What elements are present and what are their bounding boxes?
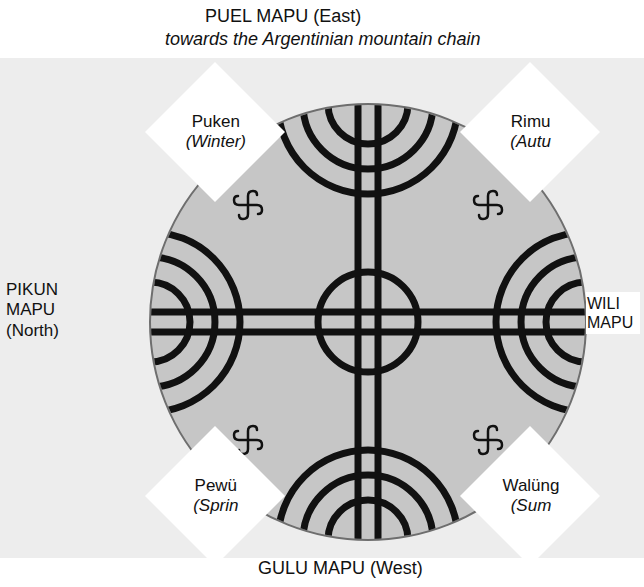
top-arcs bbox=[278, 104, 458, 194]
season-diamond: Rimu(Autu bbox=[460, 62, 600, 202]
diamond-outline bbox=[145, 426, 285, 566]
season-translation: (Sprin bbox=[192, 496, 239, 516]
diamond-text: Pewü(Sprin bbox=[192, 476, 239, 517]
season-translation: (Winter) bbox=[185, 132, 247, 152]
center-circle bbox=[318, 272, 418, 372]
season-name: Pewü bbox=[192, 476, 239, 496]
diamond-text: Rimu(Autu bbox=[510, 112, 552, 153]
right-arcs bbox=[496, 232, 586, 412]
swirl-symbol bbox=[234, 191, 262, 219]
background-panel bbox=[0, 58, 644, 558]
diamond-text: Walüng(Sum bbox=[501, 476, 560, 517]
left-arcs bbox=[150, 232, 240, 412]
season-name: Walüng bbox=[501, 476, 560, 496]
bottom-arcs bbox=[278, 450, 458, 540]
direction-note: towards the Argentinian mountain chain bbox=[165, 29, 481, 51]
direction-label: PUEL MAPU (East) bbox=[205, 6, 361, 28]
season-translation: (Autu bbox=[510, 132, 552, 152]
diamond-outline bbox=[460, 426, 600, 566]
diamond-outline bbox=[145, 62, 285, 202]
season-translation: (Sum bbox=[501, 496, 560, 516]
season-name: Puken bbox=[185, 112, 247, 132]
direction-label: PIKUN MAPU (North) bbox=[6, 280, 78, 341]
season-name: Rimu bbox=[510, 112, 552, 132]
direction-label: GULU MAPU (West) bbox=[258, 558, 423, 580]
season-diamond: Puken(Winter) bbox=[145, 62, 285, 202]
season-diamond: Pewü(Sprin bbox=[145, 426, 285, 566]
diamond-outline bbox=[460, 62, 600, 202]
swirl-symbol bbox=[474, 191, 502, 219]
swirl-symbol bbox=[474, 426, 502, 454]
season-diamond: Walüng(Sum bbox=[460, 426, 600, 566]
diamond-text: Puken(Winter) bbox=[185, 112, 247, 153]
direction-label: WILI MAPU bbox=[586, 292, 640, 334]
